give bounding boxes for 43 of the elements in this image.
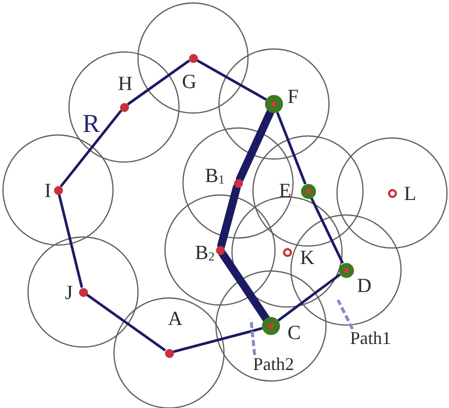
network-link [60,110,122,188]
node-label: E [279,181,292,201]
network-link [277,273,341,322]
node-label: F [288,87,299,107]
leader-line [250,318,256,356]
sensor-node-dot [120,102,128,112]
sensor-node-dot [234,178,242,188]
network-link [217,183,241,250]
path-label: Path1 [350,329,392,347]
node-label: A [168,309,182,329]
network-link [276,112,307,184]
sensor-node-dot [216,246,224,254]
node-label: L [404,184,416,204]
node-label: I [44,181,52,201]
sensor-node-dot [54,186,62,194]
sensor-node-dot [282,248,292,256]
sensor-node-dot [164,348,174,358]
sensor-node-dot [78,288,88,296]
sensor-node-dot [388,188,396,198]
network-link [218,250,270,322]
node-label: B$_{2}$ [195,243,215,263]
network-link [58,194,84,288]
node-label: J [65,283,73,303]
sensor-node-dot [188,54,198,62]
sensor-node-dot [338,262,354,278]
radius-label: R [82,111,100,137]
node-label: B$_{1}$ [205,166,225,186]
sensor-node-dot [300,184,316,198]
network-link [126,60,190,106]
node-label: H [118,74,132,94]
sensor-node-dot [265,95,283,113]
node-label: C [288,323,301,343]
node-label: G [182,72,196,92]
network-link [196,59,267,101]
node-label: K [300,248,314,268]
network-link [236,108,274,183]
network-link [173,327,263,354]
sensor-node-dot [262,317,280,335]
path-label: Path2 [253,355,294,373]
network-link [86,294,166,352]
node-label: D [357,276,372,296]
network-link [310,197,344,264]
leader-line [336,299,354,330]
